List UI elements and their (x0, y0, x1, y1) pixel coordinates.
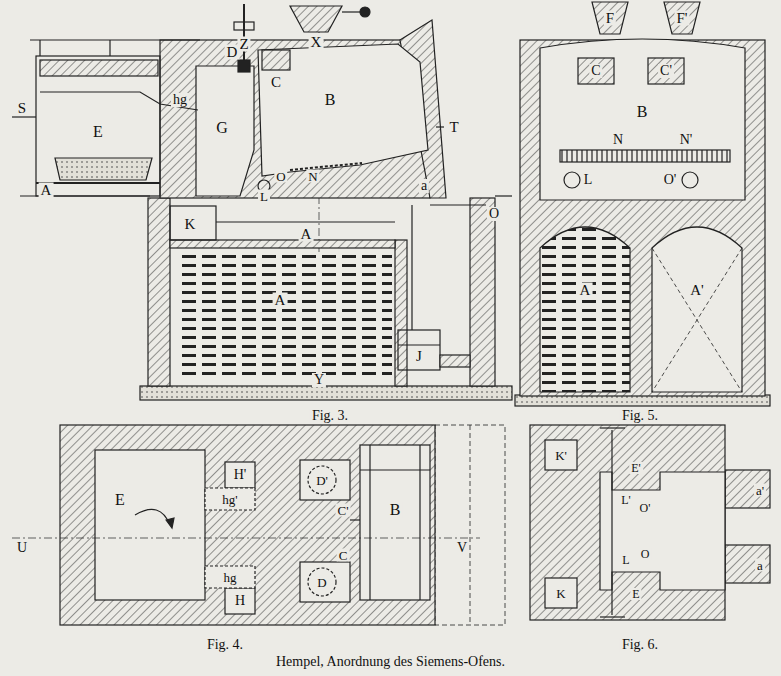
part-letter: O (639, 548, 652, 560)
part-letter: O' (638, 502, 653, 514)
part-letter: K (554, 587, 567, 600)
part-letter: D (315, 576, 328, 589)
part-letter: B (388, 502, 403, 518)
part-letter: A (578, 283, 593, 298)
part-letter: C (589, 64, 602, 78)
part-letter: B (635, 104, 650, 120)
part-letter: K' (553, 449, 569, 462)
part-letter: hg' (220, 493, 239, 506)
part-letter: H (233, 594, 247, 608)
part-letter: U (15, 541, 29, 555)
part-letter: F' (674, 11, 689, 26)
part-letter: B (323, 92, 338, 108)
part-letter: H' (232, 468, 249, 482)
part-letter: a' (754, 484, 766, 497)
part-letter: A (299, 227, 314, 242)
part-letter: K (183, 217, 198, 232)
part-letter: N' (678, 133, 695, 147)
part-letter: S (16, 101, 28, 116)
part-letter: X (309, 35, 324, 50)
part-letter: T (447, 120, 460, 135)
part-letter: E (630, 588, 641, 600)
part-letter: D (225, 45, 240, 60)
part-letter: a (419, 179, 429, 193)
part-letter: A' (688, 283, 706, 298)
part-letter: hg (222, 571, 239, 584)
part-letter: D' (314, 474, 330, 487)
part-letter: L (258, 190, 270, 203)
part-letter: hg (171, 93, 189, 107)
part-letter: E' (629, 462, 643, 474)
part-letter: C' (335, 504, 350, 517)
figure-number: Fig. 4. (205, 638, 245, 652)
part-letter: G (214, 120, 230, 136)
part-letter: N (611, 133, 625, 147)
part-letter: Y (312, 373, 326, 387)
part-letter: a (755, 559, 765, 572)
part-letter: V (455, 541, 469, 555)
part-letter: J (414, 349, 424, 364)
figure-number: Fig. 5. (620, 409, 660, 423)
part-letter: A (39, 183, 54, 198)
part-letter: C' (658, 64, 674, 78)
part-letter: N (306, 170, 319, 183)
part-letter: C (337, 549, 350, 562)
part-letter: A (273, 293, 288, 308)
part-letter: F (604, 11, 616, 26)
part-letter: L' (619, 494, 633, 506)
figure-number: Fig. 3. (310, 409, 350, 423)
part-letter: E (91, 124, 105, 140)
part-letter: C (269, 75, 283, 90)
part-letter: O' (662, 173, 679, 187)
part-letter: L (620, 554, 631, 566)
part-letter: L (582, 173, 595, 187)
part-letter: E (113, 492, 127, 508)
part-letter: O (487, 207, 501, 221)
figure-number: Fig. 6. (620, 638, 660, 652)
part-letter: O (274, 170, 287, 183)
figure-caption: Hempel, Anordnung des Siemens-Ofens. (0, 654, 781, 670)
